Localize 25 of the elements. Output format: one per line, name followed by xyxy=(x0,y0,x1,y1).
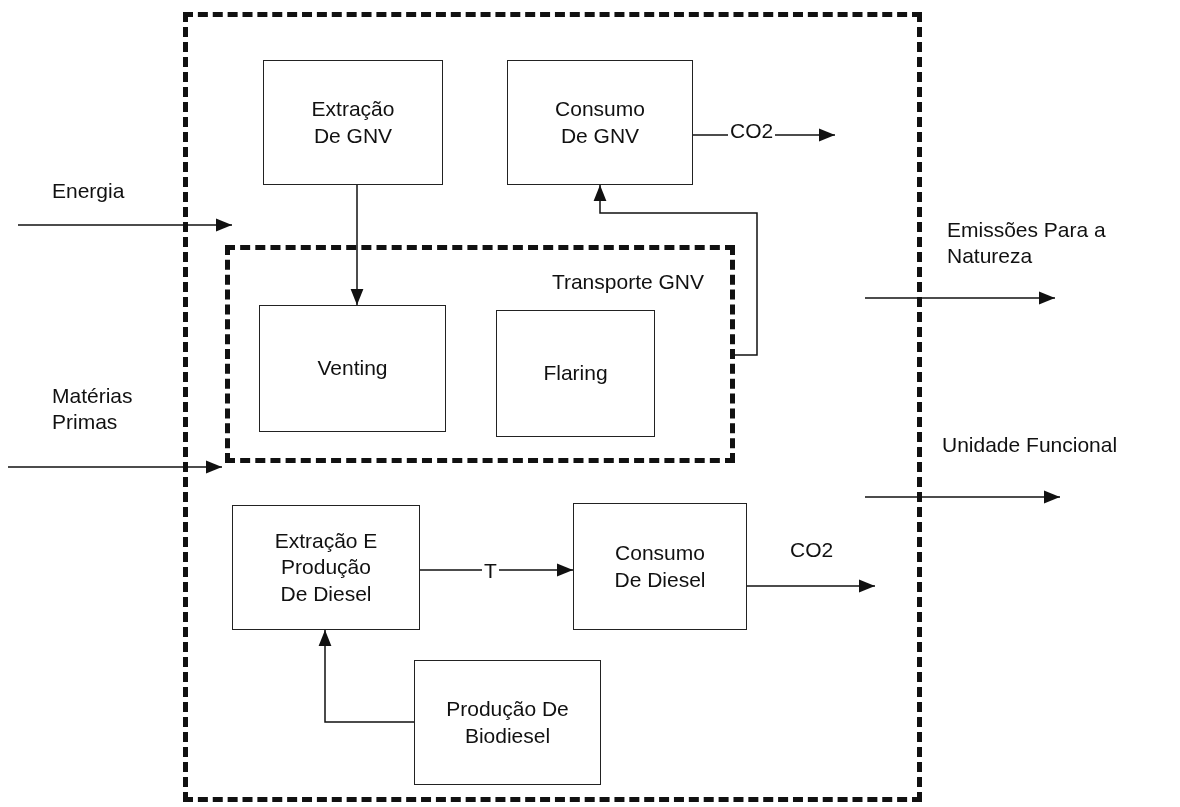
node-label: Consumo De Diesel xyxy=(613,540,707,593)
process-box xyxy=(232,505,420,630)
arrow xyxy=(419,563,574,577)
process-box xyxy=(573,503,747,630)
process-box xyxy=(507,60,693,185)
process-box xyxy=(259,305,446,432)
process-box xyxy=(414,660,601,785)
arrow xyxy=(7,460,223,474)
arrow xyxy=(318,629,415,723)
process-box xyxy=(263,60,443,185)
arrow xyxy=(746,579,876,593)
node-label: Consumo De GNV xyxy=(554,96,646,149)
arrow xyxy=(864,490,1061,504)
arrow xyxy=(350,184,364,306)
node-label: Venting xyxy=(316,355,389,382)
arrow xyxy=(17,218,233,232)
node-label: Produção De Biodiesel xyxy=(445,696,570,749)
node-label: Flaring xyxy=(542,360,609,387)
node-label: Extração E Produção De Diesel xyxy=(273,528,379,607)
arrow xyxy=(864,291,1056,305)
node-label: Extração De GNV xyxy=(310,96,396,149)
group-box xyxy=(225,245,735,463)
group-title: Transporte GNV xyxy=(551,270,704,294)
process-box xyxy=(496,310,655,437)
arrow xyxy=(593,184,758,356)
